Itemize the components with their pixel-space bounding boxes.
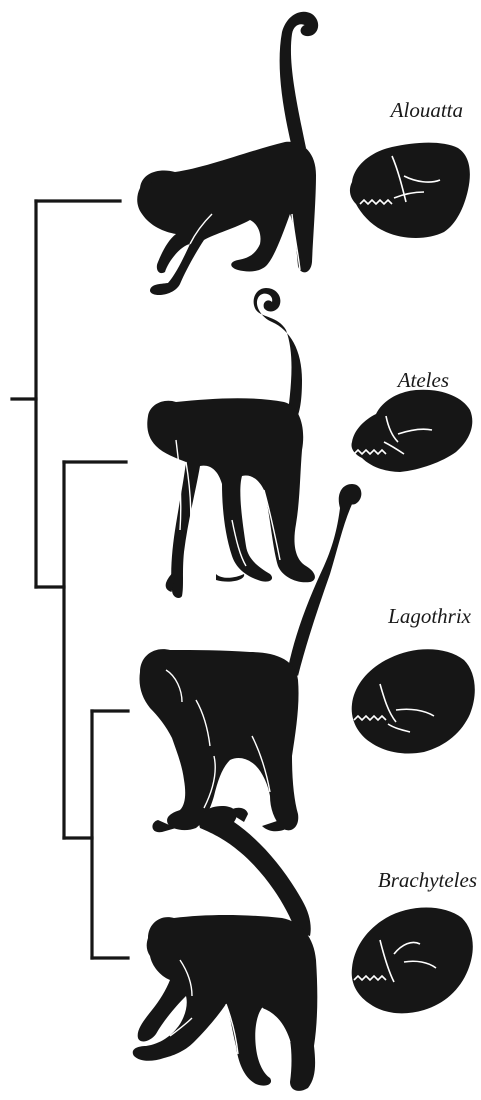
taxon-label-lagothrix: Lagothrix: [388, 604, 471, 629]
muriqui-skull-icon: [352, 908, 473, 1014]
howler-monkey-silhouette-icon: [137, 12, 318, 295]
taxon-label-brachyteles: Brachyteles: [378, 868, 477, 893]
muriqui-silhouette-icon: [133, 806, 318, 1091]
taxon-label-alouatta: Alouatta: [391, 98, 463, 123]
cladogram: [12, 201, 128, 958]
woolly-monkey-skull-icon: [352, 649, 475, 753]
spider-monkey-skull-icon: [351, 390, 472, 472]
taxon-label-ateles: Ateles: [398, 368, 449, 393]
woolly-monkey-silhouette-icon: [139, 484, 361, 832]
howler-skull-icon: [350, 143, 470, 238]
spider-monkey-silhouette-icon: [147, 288, 315, 598]
